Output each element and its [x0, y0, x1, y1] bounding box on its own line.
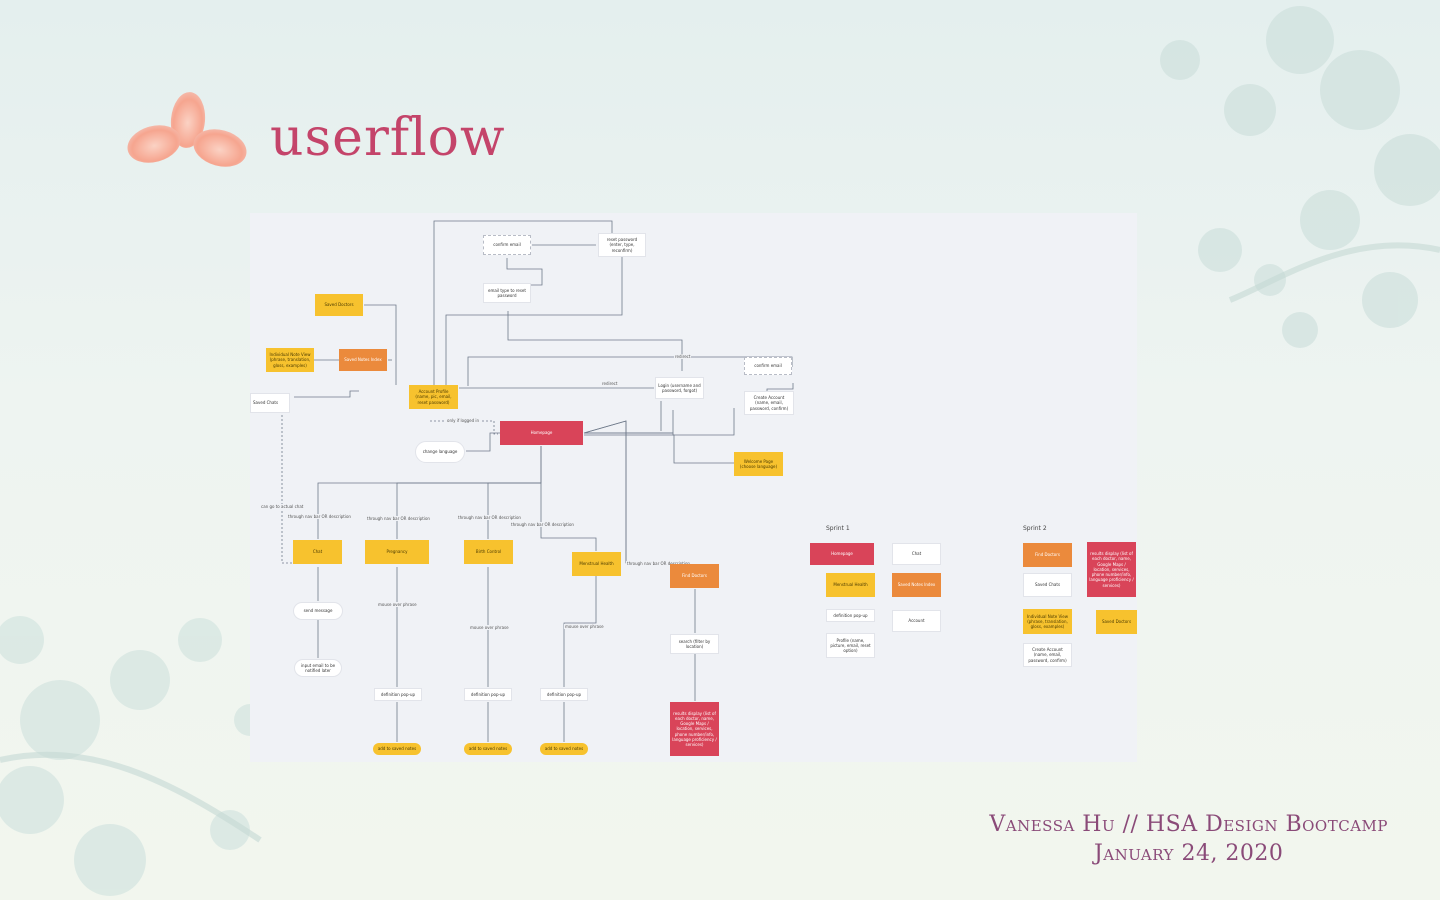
sprint1-definition: definition pop-up [826, 609, 875, 622]
saved-chats-node: Saved Chats [250, 393, 290, 413]
sprint2-saved-chats: Saved Chats [1023, 573, 1072, 597]
edge-label-redirect: redirect [601, 381, 619, 386]
definition-popup-node: definition pop-up [464, 688, 512, 701]
credit-author: Vanessa Hu // HSA Design Bootcamp [989, 812, 1388, 837]
find-doctors-node: Find Doctors [670, 564, 719, 588]
edge-label-redirect: redirect [674, 354, 692, 359]
sprint1-menstrual: Menstrual Health [826, 573, 875, 597]
sprint-2-label: Sprint 2 [1023, 525, 1047, 532]
login-node: Login (username and password, forgot) [655, 377, 704, 399]
create-account-node: Create Account (name, email, password, c… [744, 391, 794, 415]
definition-popup-node: definition pop-up [540, 688, 588, 701]
individual-note-view-node: Individual Note View (phrase, translatio… [266, 348, 314, 372]
edge-label-nav-doctors: through nav bar OR description [626, 561, 691, 566]
edge-label-nav-pregnancy: through nav bar OR description [366, 516, 431, 521]
edge-label-mouse-over: mouse over phrase [377, 602, 418, 607]
saved-notes-index-node: Saved Notes Index [339, 349, 387, 371]
userflow-diagram-board: confirm email reset password (enter, typ… [250, 213, 1137, 762]
add-to-saved-notes-node: add to saved notes [373, 743, 421, 755]
add-to-saved-notes-node: add to saved notes [464, 743, 512, 755]
sprint2-find-doctors: Find Doctors [1023, 543, 1072, 567]
credit-date: January 24, 2020 [1093, 841, 1284, 866]
edge-label-only-if-logged-in: only if logged in [446, 418, 481, 423]
sprint1-account: Account [892, 610, 941, 632]
edge-label-mouse-over: mouse over phrase [564, 624, 605, 629]
flow-connectors [281, 220, 794, 742]
sprint2-note-view: Individual Note View (phrase, translatio… [1023, 609, 1072, 634]
confirm-email-node: confirm email [483, 235, 531, 255]
menstrual-health-node: Menstrual Health [572, 552, 621, 576]
edge-label-nav-birth-control: through nav bar OR description [457, 515, 522, 520]
sprint1-homepage: Homepage [810, 543, 874, 565]
slide-title: userflow [270, 108, 506, 168]
input-email-node: input email to be notified later [294, 659, 342, 677]
edge-label-nav-menstrual: through nav bar OR description [510, 522, 575, 527]
slide-credit: Vanessa Hu // HSA Design Bootcamp Januar… [989, 812, 1388, 866]
reset-password-node: reset password (enter, type, reconfirm) [598, 233, 646, 257]
chat-node: Chat [293, 540, 342, 564]
confirm-email-right-node: confirm email [744, 357, 792, 375]
edge-label-nav-chat: through nav bar OR description [287, 514, 352, 519]
saved-doctors-node: Saved Doctors [315, 294, 363, 316]
change-language-node: change language [415, 441, 465, 463]
sprint2-create-account: Create Account (name, email, password, c… [1023, 643, 1072, 667]
edge-label-can-go-to-chat: can go to actual chat [260, 504, 305, 509]
add-to-saved-notes-node: add to saved notes [540, 743, 588, 755]
account-profile-node: Account Profile (name, pic, email, reset… [409, 385, 458, 409]
sprint1-chat: Chat [892, 543, 941, 565]
welcome-page-node: Welcome Page (choose language) [734, 452, 783, 476]
search-filter-node: search (filter by location) [670, 634, 719, 654]
sprint2-results: results display (list of each doctor, na… [1087, 542, 1136, 597]
homepage-node: Homepage [500, 421, 583, 445]
sprint2-saved-doctors: Saved Doctors [1096, 610, 1137, 634]
definition-popup-node: definition pop-up [374, 688, 422, 701]
birth-control-node: Birth Control [464, 540, 513, 564]
doctor-results-node: results display (list of each doctor, na… [670, 702, 719, 756]
sprint-1-label: Sprint 1 [826, 525, 850, 532]
send-message-node: send message [293, 602, 343, 620]
sprint1-saved-notes: Saved Notes Index [892, 573, 941, 597]
email-reset-node: email type to reset password [483, 283, 531, 303]
pregnancy-node: Pregnancy [365, 540, 429, 564]
edge-label-mouse-over: mouse over phrase [469, 625, 510, 630]
flower-logo-icon [127, 92, 247, 167]
sprint1-profile: Profile (name, picture, email, reset opt… [826, 633, 875, 658]
